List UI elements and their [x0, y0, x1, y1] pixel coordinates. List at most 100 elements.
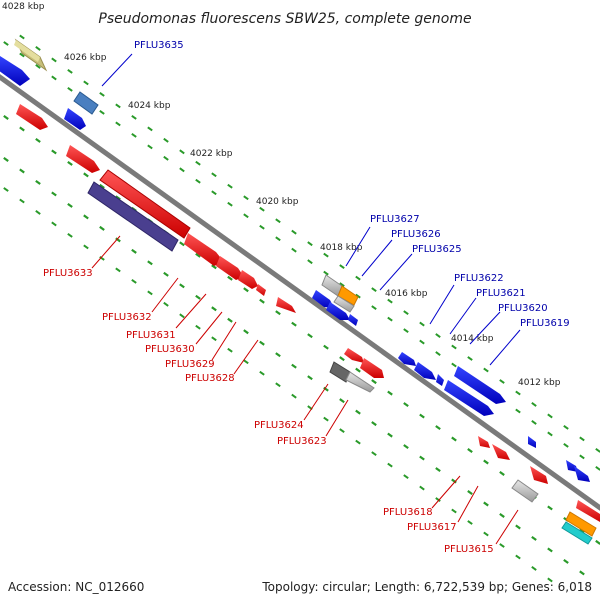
tick-mark	[83, 172, 89, 178]
tick-mark	[579, 454, 585, 460]
tick-mark	[515, 390, 521, 396]
gene-label-blue[interactable]: PFLU3626	[391, 229, 441, 240]
kbp-label-4024: 4024 kbp	[128, 101, 171, 111]
gene-reverse[interactable]	[184, 233, 224, 266]
tick-mark	[339, 282, 345, 288]
gene-forward[interactable]	[326, 302, 350, 320]
gene-reverse[interactable]	[530, 466, 548, 484]
gene-reverse[interactable]	[256, 284, 266, 296]
tick-mark	[307, 375, 313, 381]
gene-label-red[interactable]: PFLU3615	[444, 544, 494, 555]
gene-reverse-long[interactable]	[99, 169, 191, 239]
gene-label-blue[interactable]: PFLU3621	[476, 288, 526, 299]
gene-label-red[interactable]: PFLU3628	[185, 373, 235, 384]
tick-mark	[147, 126, 153, 132]
gene-label-red[interactable]: PFLU3618	[383, 507, 433, 518]
tick-mark	[291, 229, 297, 235]
gene-forward[interactable]	[312, 290, 334, 308]
gene-purple[interactable]	[87, 181, 179, 252]
gene-reverse[interactable]	[238, 270, 258, 289]
gene-label-blue[interactable]: PFLU3627	[370, 214, 420, 225]
tick-mark	[259, 206, 265, 212]
gene-label-blue[interactable]: PFLU3622	[454, 273, 504, 284]
tick-mark	[579, 570, 585, 576]
gene-label-blue[interactable]: PFLU3625	[412, 244, 462, 255]
gene-orange[interactable]	[337, 285, 359, 306]
gene-label-blue[interactable]: PFLU3635	[134, 40, 184, 51]
tick-mark	[499, 513, 505, 518]
tick-mark	[275, 352, 281, 358]
tick-mark	[99, 91, 105, 97]
gene-reverse[interactable]	[492, 444, 510, 460]
gene-reverse[interactable]	[478, 436, 490, 448]
tick-mark	[499, 543, 505, 548]
tick-mark	[147, 260, 153, 266]
tick-mark	[403, 310, 409, 315]
tick-mark	[323, 270, 329, 276]
gene-label-red[interactable]: PFLU3631	[126, 330, 176, 341]
gene-forward[interactable]	[414, 362, 436, 380]
tick-mark	[179, 241, 185, 247]
gene-label-red[interactable]: PFLU3624	[254, 420, 304, 431]
gene-gray[interactable]	[333, 295, 355, 313]
tick-mark	[483, 367, 489, 373]
gene-olive-top	[14, 40, 40, 62]
tick-mark	[435, 333, 441, 338]
tick-mark	[179, 167, 185, 173]
gene-label-blue[interactable]: PFLU3619	[520, 318, 570, 329]
gene-reverse[interactable]	[344, 348, 364, 363]
gene-label-red[interactable]: PFLU3629	[165, 359, 215, 370]
gene-label-red[interactable]: PFLU3633	[43, 268, 93, 279]
gene-reverse[interactable]	[360, 358, 384, 378]
tick-mark	[531, 402, 537, 407]
gene-forward[interactable]	[528, 436, 536, 448]
tick-mark	[227, 201, 233, 207]
tick-mark	[547, 413, 553, 419]
gene-reverse[interactable]	[276, 297, 296, 313]
gene-label-red[interactable]: PFLU3623	[277, 436, 327, 447]
tick-mark	[419, 321, 425, 327]
gene-steelblue[interactable]	[73, 91, 99, 115]
gene-forward-long[interactable]	[444, 380, 494, 416]
gene-darkgray[interactable]	[329, 361, 351, 383]
gene-label-red[interactable]: PFLU3630	[145, 344, 195, 355]
gene-forward[interactable]	[64, 108, 86, 130]
gene-label-red[interactable]: PFLU3617	[407, 522, 457, 533]
gene-forward[interactable]	[398, 352, 416, 366]
gene-reverse[interactable]	[66, 145, 100, 173]
gene-reverse[interactable]	[16, 104, 48, 130]
tick-mark	[291, 321, 297, 327]
kbp-label-4016: 4016 kbp	[385, 289, 428, 299]
gene-reverse[interactable]	[216, 256, 244, 280]
gene-gray[interactable]	[345, 371, 375, 393]
tick-mark	[403, 444, 409, 450]
gene-forward[interactable]	[0, 56, 30, 86]
gene-forward[interactable]	[348, 314, 358, 326]
gene-orange[interactable]	[565, 511, 597, 537]
tick-mark	[355, 367, 361, 373]
tick-mark	[499, 379, 505, 384]
gene-forward-long[interactable]	[454, 366, 506, 404]
tick-mark	[403, 402, 409, 408]
tick-mark	[419, 413, 425, 419]
kbp-label-4012: 4012 kbp	[518, 378, 561, 388]
tick-mark	[483, 459, 489, 465]
tick-mark	[451, 508, 457, 514]
tick-mark	[275, 310, 281, 316]
tick-mark	[163, 301, 169, 307]
tick-mark	[531, 535, 537, 541]
gene-gray[interactable]	[511, 479, 539, 503]
tick-mark	[339, 264, 345, 270]
gene-forward[interactable]	[574, 466, 590, 482]
tick-mark	[3, 115, 9, 120]
gene-label-red[interactable]: PFLU3632	[102, 312, 152, 323]
gene-cyan[interactable]	[561, 521, 593, 545]
gene-reverse[interactable]	[576, 500, 600, 522]
tick-mark	[243, 287, 249, 293]
gene-forward[interactable]	[436, 374, 444, 386]
map-title: Pseudomonas fluorescens SBW25, complete …	[98, 11, 471, 27]
gene-label-blue[interactable]: PFLU3620	[498, 303, 548, 314]
tick-mark	[451, 362, 457, 368]
